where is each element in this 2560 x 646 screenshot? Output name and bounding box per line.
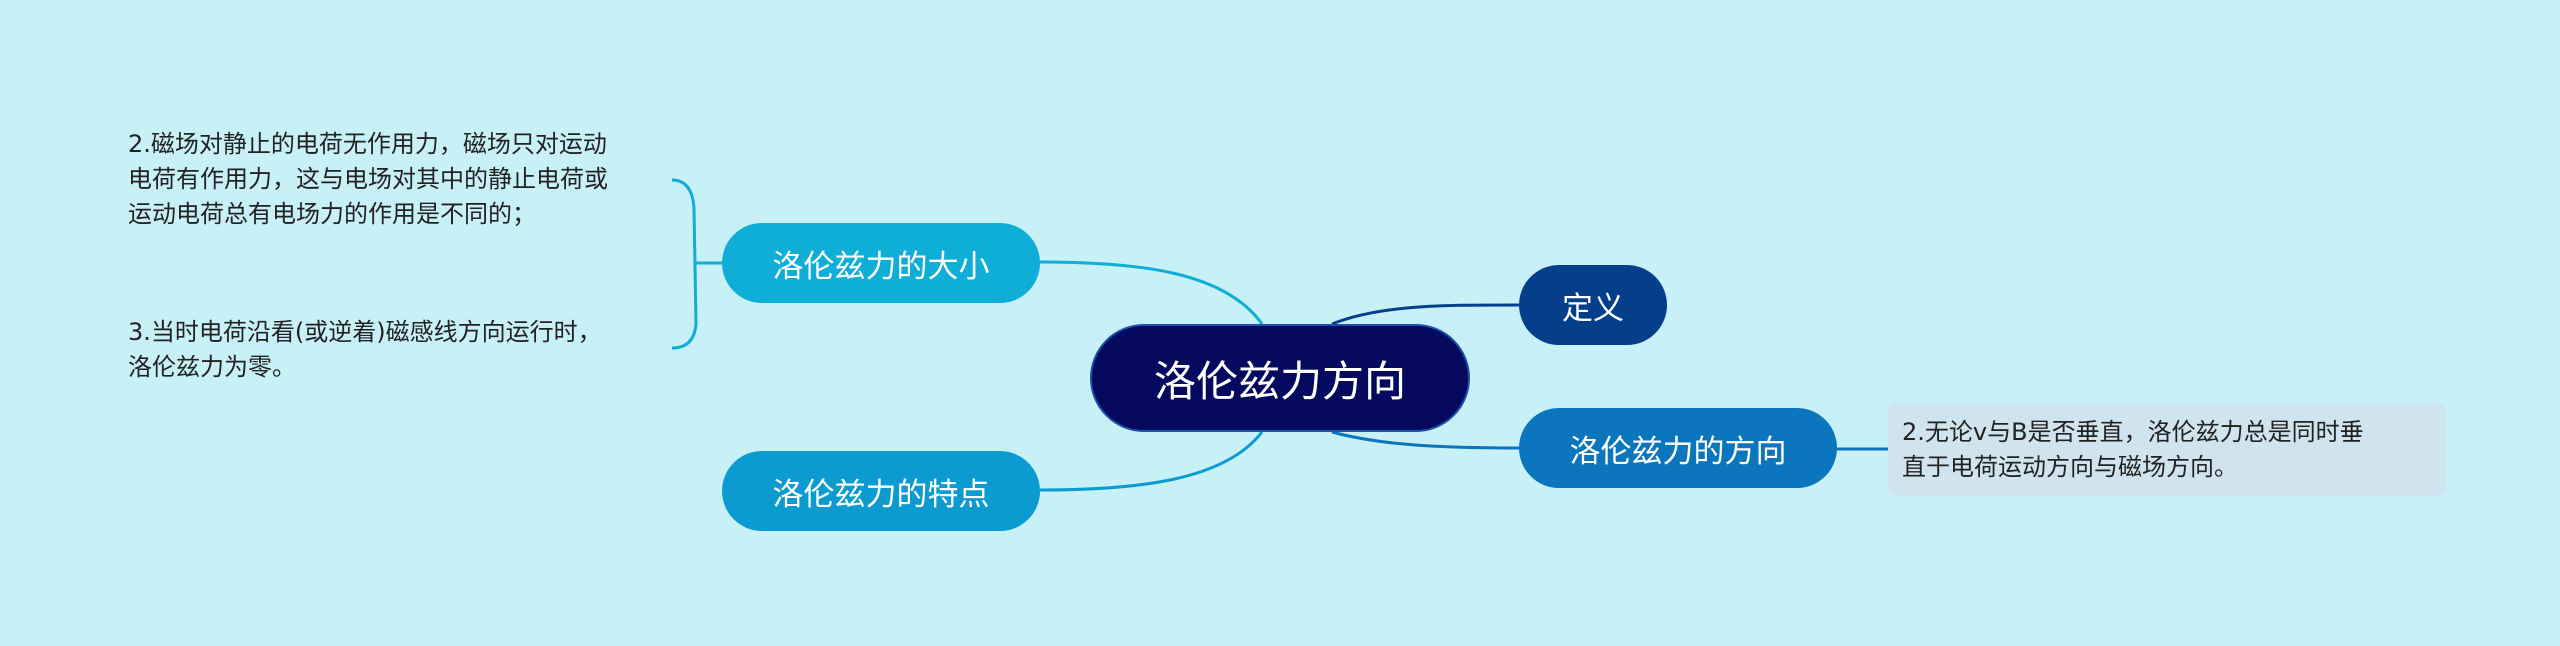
branch-label: 洛伦兹力的特点 <box>772 476 990 513</box>
leaf-note-static-charge[interactable]: 2.磁场对静止的电荷无作用力，磁场只对运动 电荷有作用力，这与电场对其中的静止电… <box>128 127 608 232</box>
leaf-note-perpendicular[interactable]: 2.无论v与B是否垂直，洛伦兹力总是同时垂 直于电荷运动方向与磁场方向。 <box>1888 403 2446 496</box>
leaf-line: 2.磁场对静止的电荷无作用力，磁场只对运动 <box>128 130 607 158</box>
connector-root-trait <box>1039 431 1264 492</box>
leaf-line: 直于电荷运动方向与磁场方向。 <box>1902 453 2238 481</box>
root-topic[interactable]: 洛伦兹力方向 <box>1090 324 1470 432</box>
connector-root-definition <box>1331 303 1520 326</box>
branch-lorentz-force-direction[interactable]: 洛伦兹力的方向 <box>1519 408 1837 488</box>
leaf-line: 运动电荷总有电场力的作用是不同的； <box>128 200 536 228</box>
branch-definition[interactable]: 定义 <box>1519 265 1667 345</box>
branch-label: 定义 <box>1562 290 1624 327</box>
connector-root-direction <box>1331 430 1520 450</box>
connector-root-size <box>1039 260 1264 325</box>
leaf-line: 电荷有作用力，这与电场对其中的静止电荷或 <box>128 165 608 193</box>
branch-label: 洛伦兹力的大小 <box>772 248 990 285</box>
root-topic-label: 洛伦兹力方向 <box>1153 356 1406 406</box>
leaf-line: 2.无论v与B是否垂直，洛伦兹力总是同时垂 <box>1902 418 2364 446</box>
branch-lorentz-force-magnitude[interactable]: 洛伦兹力的大小 <box>722 223 1040 303</box>
leaf-line: 3.当时电荷沿看(或逆着)磁感线方向运行时， <box>128 318 602 346</box>
branch-label: 洛伦兹力的方向 <box>1569 433 1787 470</box>
bracket-size-notes <box>671 178 722 350</box>
leaf-note-parallel-motion[interactable]: 3.当时电荷沿看(或逆着)磁感线方向运行时， 洛伦兹力为零。 <box>128 315 602 385</box>
branch-lorentz-force-characteristics[interactable]: 洛伦兹力的特点 <box>722 451 1040 531</box>
leaf-line: 洛伦兹力为零。 <box>128 353 296 381</box>
